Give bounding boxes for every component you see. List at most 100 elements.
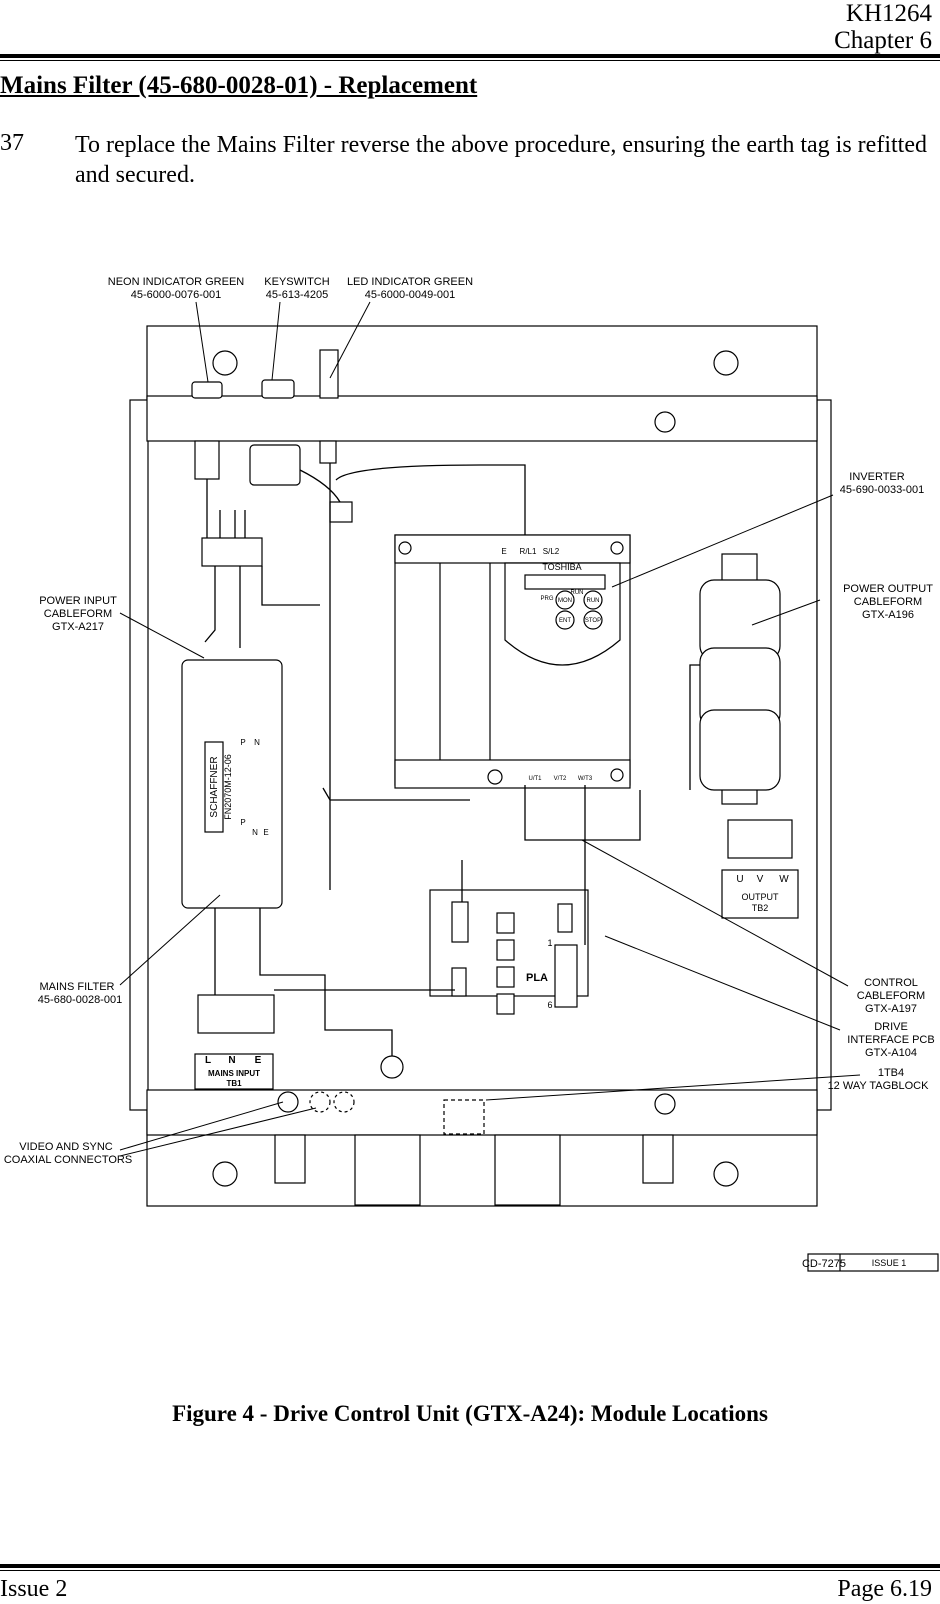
wire: [219, 510, 246, 538]
footer-rule: [0, 1564, 940, 1568]
tagblock-label: 12 WAY TAGBLOCK: [828, 1080, 930, 1092]
filter-terminal-e: E: [263, 828, 268, 837]
run-key[interactable]: [583, 590, 603, 610]
earth-tag: [380, 1055, 404, 1079]
filter-terminal-p: P: [240, 818, 245, 827]
inverter-display: [524, 574, 606, 590]
wire: [204, 566, 216, 643]
pla-label: PLA: [526, 972, 548, 984]
wire: [322, 787, 470, 801]
inverter-terminal-e: E: [501, 547, 506, 556]
drive-pcb-label: INTERFACE PCB: [847, 1034, 934, 1046]
leader-line: [119, 612, 205, 659]
prg-key-label: PRG: [540, 596, 553, 602]
cable-gland: [274, 1134, 306, 1184]
run-key-label: RUN: [587, 598, 600, 604]
wire: [689, 664, 700, 790]
inverter-label: INVERTER: [849, 471, 904, 483]
wiring-terminal-block: [201, 537, 263, 567]
header-rule-thin: [0, 60, 940, 61]
neon-part-number: 45-6000-0076-001: [131, 289, 222, 301]
pla-pin-1: 1: [547, 938, 552, 948]
mains-filter-part-number: 45-680-0028-001: [38, 994, 122, 1006]
module-location-diagram: NEON INDICATOR GREEN 45-6000-0076-001 KE…: [4, 276, 939, 1272]
power-output-label: POWER OUTPUT: [843, 583, 933, 595]
keyswitch-body: [249, 444, 301, 486]
keyswitch-label: KEYSWITCH: [264, 276, 329, 288]
earth-clamp: [329, 501, 353, 523]
inverter-brand: TOSHIBA: [542, 562, 581, 572]
led-body: [319, 440, 337, 464]
leader-line: [611, 494, 834, 588]
mount-hole: [713, 350, 739, 376]
ent-key[interactable]: [555, 610, 575, 630]
filter-terminal-n: N: [254, 738, 260, 747]
leader-line: [581, 839, 849, 987]
control-cableform-label: GTX-A197: [865, 1003, 917, 1015]
output-w: W: [779, 874, 789, 885]
mount-hole: [212, 1161, 238, 1187]
pcb-component: [496, 993, 515, 1015]
inverter-screw: [398, 541, 412, 555]
drive-pcb-label: GTX-A104: [865, 1047, 917, 1059]
leader-line: [329, 301, 371, 379]
output-u: U: [736, 874, 743, 885]
paragraph-number: 37: [0, 130, 24, 156]
output-v: V: [757, 874, 764, 885]
mon-key-label: MON: [558, 598, 572, 604]
pla-pin-6: 6: [547, 1000, 552, 1010]
stop-key[interactable]: [583, 610, 603, 630]
inverter-top-terminals: [394, 534, 631, 564]
ent-key-label: ENT: [559, 618, 571, 624]
pcb-connector: [557, 903, 573, 933]
tagblock-outline: [443, 1099, 485, 1135]
control-cableform-label: CABLEFORM: [857, 990, 925, 1002]
filter-terminal-n: N: [252, 828, 258, 837]
chassis-left-flange: [129, 399, 149, 1111]
power-input-label: CABLEFORM: [44, 608, 112, 620]
pcb-component: [496, 939, 515, 961]
leader-line: [751, 599, 821, 626]
header-rule: [0, 54, 940, 58]
mount-hole: [212, 350, 238, 376]
mains-n: N: [228, 1055, 235, 1066]
output-label: OUTPUT: [742, 892, 780, 902]
keyswitch: [261, 379, 295, 399]
output-tb2-label: [721, 869, 799, 919]
leader-line: [119, 1101, 284, 1151]
section-title: Mains Filter (45-680-0028-01) - Replacem…: [0, 72, 478, 99]
pla-tagblock: [554, 944, 578, 1008]
inverter-screw: [610, 541, 624, 555]
figure-caption: Figure 4 - Drive Control Unit (GTX-A24):…: [172, 1401, 768, 1426]
cable-loop: [699, 709, 781, 791]
earth-screw: [487, 769, 503, 785]
wire: [261, 566, 320, 606]
control-cableform-label: CONTROL: [864, 977, 918, 989]
leader-line: [604, 935, 841, 1031]
mains-input-terminal-block: [197, 994, 275, 1034]
wire: [299, 469, 341, 503]
pcb-component: [496, 966, 515, 988]
mains-e: E: [255, 1055, 262, 1066]
pcb-component: [496, 912, 515, 934]
wire: [335, 464, 526, 535]
mains-tb1-label: [194, 1053, 274, 1090]
top-panel-bar: [146, 395, 818, 442]
chapter-label: Chapter 6: [834, 27, 932, 54]
mains-filter: [181, 659, 283, 909]
inverter-output-u: U/T1: [528, 776, 542, 782]
drive-pcb-label: DRIVE: [874, 1021, 908, 1033]
cable-gland: [494, 1134, 561, 1206]
mount-hole: [713, 1161, 739, 1187]
tagblock-label: 1TB4: [878, 1067, 904, 1079]
mon-key[interactable]: [555, 590, 575, 610]
power-output-label: GTX-A196: [862, 609, 914, 621]
paragraph-text: To replace the Mains Filter reverse the …: [75, 132, 927, 188]
wire: [259, 908, 393, 1056]
cable-gland: [354, 1134, 421, 1206]
stop-key-label: STOP: [585, 618, 601, 624]
mains-filter-label: MAINS FILTER: [40, 981, 115, 993]
inverter-terminal-sl2: S/L2: [543, 547, 560, 556]
leader-line: [195, 301, 209, 383]
power-output-label: CABLEFORM: [854, 596, 922, 608]
